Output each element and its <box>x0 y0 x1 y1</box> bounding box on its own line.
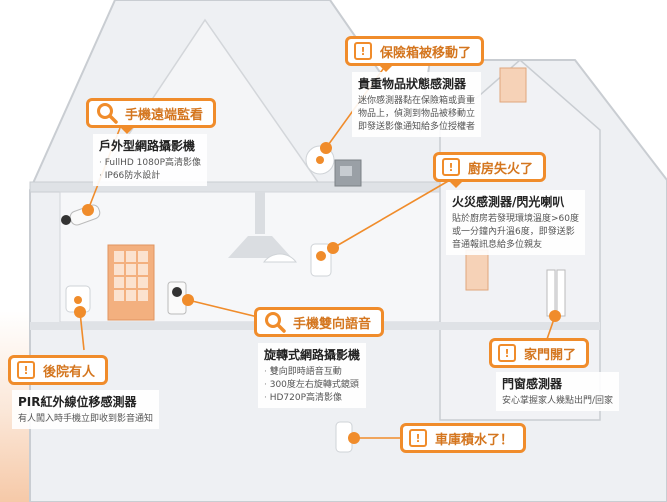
info-outdoor-camera: 戶外型網路攝影機 FullHD 1080P高清影像 IP66防水設計 <box>93 134 208 186</box>
callout-kitchen-fire: ! 廚房失火了 <box>433 152 547 188</box>
magnifier-icon <box>265 312 286 333</box>
sensor-name: 旋轉式網路攝影機 <box>264 348 361 362</box>
callout-title: 廚房失火了 <box>468 161 534 177</box>
sensor-name: 貴重物品狀態感測器 <box>358 77 467 91</box>
callout-remote-monitor: 手機遠端監看 <box>86 98 217 134</box>
alert-exclamation-icon: ! <box>17 361 35 379</box>
feature-item: FullHD 1080P高清影像 <box>99 157 201 170</box>
sensor-desc: 即發送影像通知給多位授權者 <box>358 122 476 132</box>
alert-exclamation-icon: ! <box>409 429 427 447</box>
callout-title: 保險箱被移動了 <box>380 45 472 61</box>
sensor-name: 戶外型網路攝影機 <box>99 139 196 153</box>
callout-title: 車庫積水了！ <box>435 432 514 448</box>
sensor-name: 門窗感測器 <box>502 377 563 391</box>
magnifier-icon <box>97 103 118 124</box>
info-fire-sensor: 火災感測器/閃光喇叭 貼於廚房若發現環境溫度>60度 或一分鐘內升溫6度，即發送… <box>446 190 585 255</box>
callout-title: 家門開了 <box>524 347 577 363</box>
info-pir-sensor: PIR紅外線位移感測器 有人闖入時手機立即收到影音通知 <box>12 390 160 429</box>
feature-item: HD720P高清影像 <box>264 392 360 405</box>
alert-exclamation-icon: ! <box>354 42 372 60</box>
info-valuables-sensor: 貴重物品狀態感測器 迷你感測器黏在保險箱或貴重 物品上，偵測到物品被移動立 即發… <box>352 72 482 137</box>
callout-door-opened: ! 家門開了 <box>489 338 590 368</box>
callout-title: 後院有人 <box>43 364 96 380</box>
alert-exclamation-icon: ! <box>498 344 516 362</box>
callout-safe-moved: ! 保險箱被移動了 <box>345 36 485 72</box>
callout-title: 手機遠端監看 <box>125 107 204 123</box>
sensor-desc: 物品上，偵測到物品被移動立 <box>358 109 476 119</box>
info-door-sensor: 門窗感測器 安心掌握家人幾點出門/回家 <box>496 372 620 411</box>
callout-title: 手機雙向語音 <box>293 316 372 332</box>
sensor-desc: 安心掌握家人幾點出門/回家 <box>502 396 614 406</box>
sensor-name: PIR紅外線位移感測器 <box>18 395 137 409</box>
callout-backyard-person: ! 後院有人 <box>8 355 109 385</box>
feature-item: IP66防水設計 <box>99 170 201 183</box>
callout-two-way-audio: 手機雙向語音 <box>254 307 385 337</box>
sensor-desc: 迷你感測器黏在保險箱或貴重 <box>358 96 476 106</box>
sensor-desc: 有人闖入時手機立即收到影音通知 <box>18 414 154 424</box>
feature-item: 300度左右旋轉式鏡頭 <box>264 379 360 392</box>
info-rotating-camera: 旋轉式網路攝影機 雙向即時語音互動 300度左右旋轉式鏡頭 HD720P高清影像 <box>258 343 367 408</box>
feature-item: 雙向即時語音互動 <box>264 366 360 379</box>
sensor-desc: 音通報訊息給多位親友 <box>452 240 543 250</box>
sensor-desc: 貼於廚房若發現環境溫度>60度 <box>452 214 579 224</box>
sensor-desc: 或一分鐘內升溫6度，即發送影 <box>452 227 575 237</box>
sensor-name: 火災感測器/閃光喇叭 <box>452 195 565 209</box>
alert-exclamation-icon: ! <box>442 158 460 176</box>
callout-garage-flooding: ! 車庫積水了！ <box>400 423 527 453</box>
